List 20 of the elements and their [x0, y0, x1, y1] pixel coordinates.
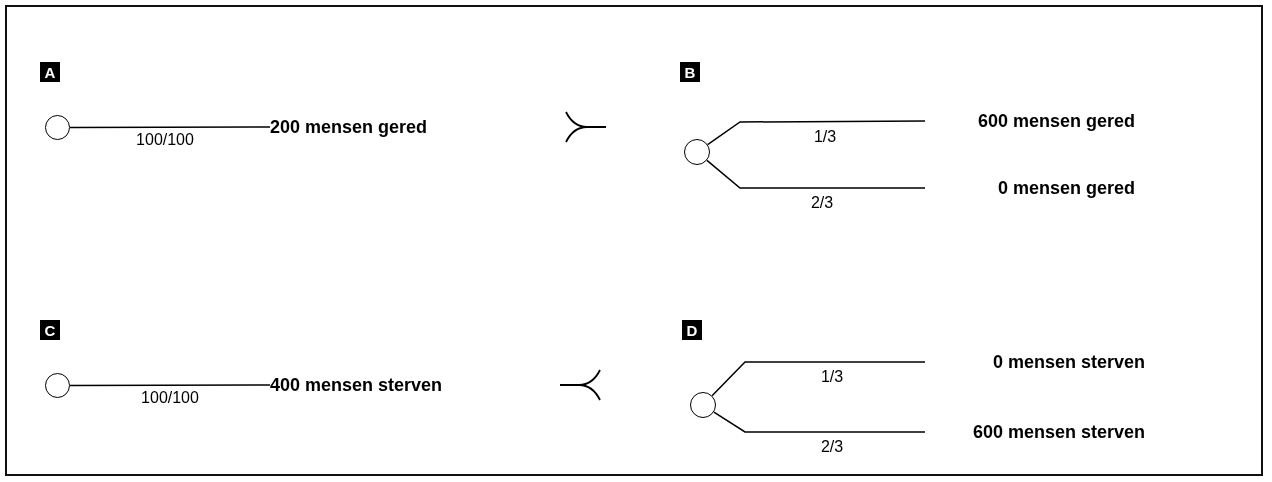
outcome-text: 600 mensen sterven	[972, 421, 1145, 443]
outcome-text: 0 mensen gered	[997, 177, 1135, 199]
branch-line	[69, 126, 271, 129]
branch-line	[713, 411, 926, 433]
branch-line	[706, 159, 926, 189]
outcome-text: 0 mensen sterven	[992, 351, 1145, 373]
outcome-text: 600 mensen gered	[977, 110, 1135, 132]
panel-letter-label: B	[680, 62, 700, 82]
panel-letter-label: C	[40, 320, 60, 340]
outcome-text: 400 mensen sterven	[270, 374, 443, 396]
branch-line	[711, 361, 926, 397]
branch-line	[706, 120, 926, 146]
chance-node-circle	[45, 373, 70, 398]
chance-node-circle	[690, 392, 716, 418]
chance-node-circle	[45, 115, 70, 140]
panel-letter-label: A	[40, 62, 60, 82]
outcome-text: 200 mensen gered	[270, 116, 428, 138]
branch-line	[69, 384, 271, 387]
chance-node-circle	[684, 139, 710, 165]
panel-letter-label: D	[682, 320, 702, 340]
